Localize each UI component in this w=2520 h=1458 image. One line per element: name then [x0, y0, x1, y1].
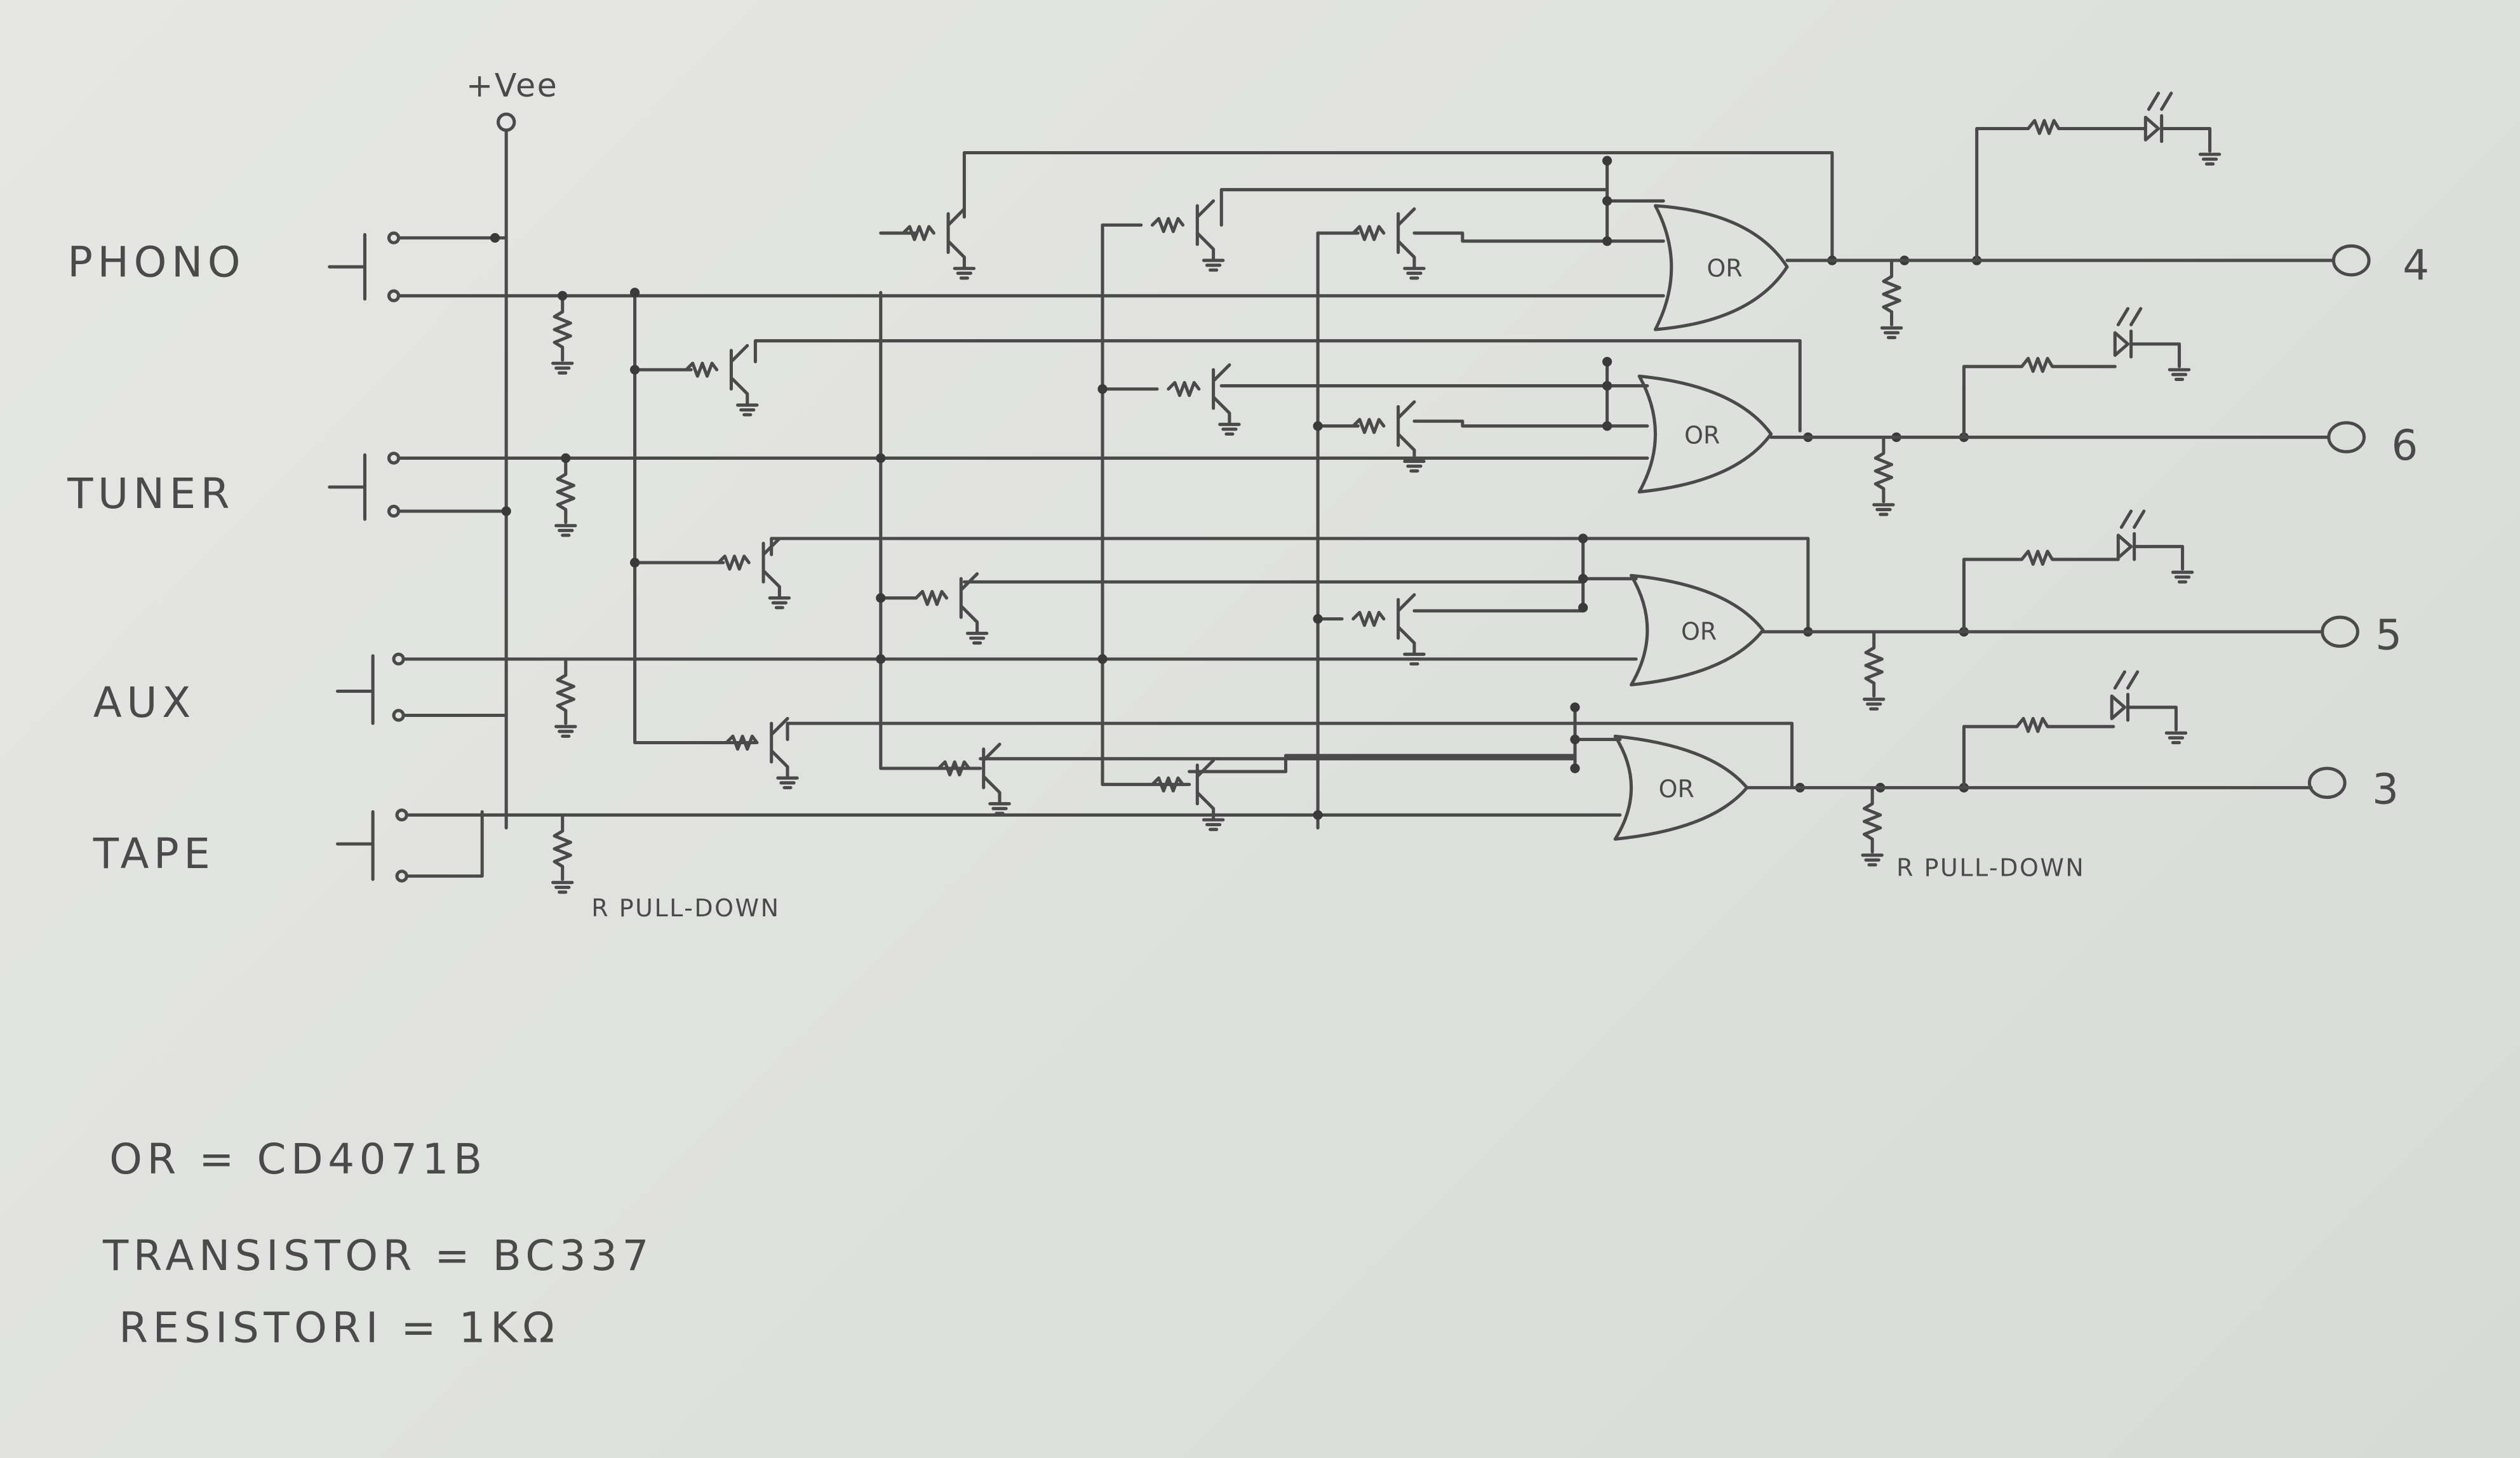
- output-label-4: 4: [2403, 241, 2429, 290]
- output-label-5: 5: [2375, 611, 2402, 660]
- input-label-phono: PHONO: [67, 237, 245, 286]
- or-gate-3: OR: [1630, 573, 1765, 686]
- or-gate-3-label: OR: [1681, 618, 1717, 646]
- output-label-6: 6: [2392, 421, 2418, 470]
- pulldown-annotation-right: R PULL-DOWN: [1896, 854, 2085, 882]
- signal-wires: [397, 150, 1834, 830]
- or-gate-1: OR: [1654, 204, 1789, 331]
- junction-dots: [490, 156, 1982, 820]
- input-switches: [328, 231, 508, 883]
- vee-supply: +Vee: [466, 67, 558, 830]
- output-terminal-5: 5: [2321, 611, 2402, 660]
- vee-label: +Vee: [466, 67, 558, 104]
- output-terminal-4: 4: [2331, 241, 2429, 290]
- output-terminal-3: 3: [2307, 765, 2399, 814]
- or-gate-4-label: OR: [1659, 775, 1694, 803]
- or-gate-4: OR: [1613, 734, 1749, 841]
- or-gate-2: OR: [1637, 374, 1773, 494]
- input-label-aux: AUX: [93, 678, 196, 727]
- legend-transistor: TRANSISTOR = BC337: [102, 1231, 653, 1280]
- pulldown-annotation-left: R PULL-DOWN: [591, 894, 780, 922]
- legend-resistors: RESISTORI = 1KΩ: [119, 1304, 559, 1353]
- component-legend: OR = CD4071B TRANSISTOR = BC337 RESISTOR…: [102, 1135, 653, 1353]
- output-terminal-6: 6: [2327, 421, 2418, 470]
- output-stage: [1745, 93, 2335, 789]
- output-label-3: 3: [2372, 765, 2399, 814]
- input-label-tape: TAPE: [93, 829, 215, 878]
- legend-or: OR = CD4071B: [109, 1135, 487, 1184]
- or-gate-1-label: OR: [1707, 254, 1743, 282]
- or-gate-2-label: OR: [1684, 422, 1720, 450]
- input-label-tuner: TUNER: [67, 469, 234, 518]
